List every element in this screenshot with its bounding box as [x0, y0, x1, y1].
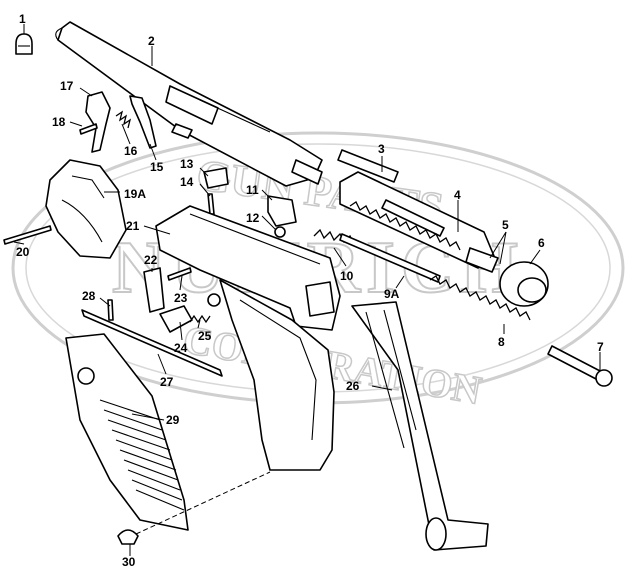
part-8-recoil-spring [429, 275, 531, 321]
callout-23: 23 [174, 291, 188, 305]
part-25-spring [189, 314, 211, 324]
callout-9a: 9A [384, 287, 400, 301]
callout-22: 22 [144, 253, 158, 267]
callout-25: 25 [198, 329, 212, 343]
callout-27: 27 [160, 375, 174, 389]
part-5-springs [349, 201, 499, 273]
callout-6: 6 [538, 236, 545, 250]
callout-2: 2 [148, 34, 155, 48]
part-4-bolt [339, 171, 495, 269]
callout-20: 20 [16, 245, 30, 259]
part-19a-housing [45, 159, 127, 259]
callout-12: 12 [246, 211, 260, 225]
callout-18: 18 [52, 115, 66, 129]
part-2-barrel [55, 21, 323, 187]
callout-8: 8 [498, 335, 505, 349]
part-29-grip-panel [65, 333, 189, 531]
callout-28: 28 [82, 289, 96, 303]
part-3-pin [337, 149, 399, 183]
callout-26: 26 [346, 379, 360, 393]
callout-5: 5 [502, 218, 509, 232]
callout-14: 14 [180, 175, 194, 189]
callout-21: 21 [126, 219, 140, 233]
grip-checkering [99, 399, 185, 511]
part-11-extractor [267, 195, 297, 227]
part-18-pin [79, 123, 98, 135]
callout-labels: 1 2 3 4 5 6 7 8 9A 10 11 12 13 14 15 16 … [16, 12, 604, 569]
part-9a-guide-rod [339, 233, 441, 283]
part-7-takedown-pin [547, 345, 613, 387]
part-14-pin [207, 193, 215, 215]
callout-3: 3 [378, 142, 385, 156]
part-30-screw [117, 529, 139, 545]
leader-lines [13, 24, 601, 556]
callout-17: 17 [60, 79, 74, 93]
callout-15: 15 [150, 160, 164, 174]
dashed-connector [135, 471, 271, 535]
callout-7: 7 [597, 340, 604, 354]
part-22-catch [143, 267, 165, 313]
callout-29: 29 [166, 413, 180, 427]
callout-13: 13 [180, 157, 194, 171]
part-1-rear-sight [15, 33, 33, 55]
part-21-frame [155, 205, 341, 471]
part-26-magazine [351, 301, 489, 551]
part-16-spring [115, 110, 132, 129]
callout-4: 4 [454, 188, 461, 202]
part-15-sear [129, 95, 157, 149]
callout-16: 16 [124, 144, 138, 158]
part-17-trigger [85, 91, 111, 153]
part-12-screw [274, 226, 286, 238]
callout-1: 1 [19, 12, 26, 26]
part-28-pin [107, 299, 114, 321]
callout-30: 30 [122, 555, 136, 569]
part-6-buffer [499, 261, 549, 307]
part-23-pin [167, 267, 192, 281]
part-20-pin [3, 225, 52, 245]
callout-19a: 19A [124, 187, 146, 201]
callout-24: 24 [174, 341, 188, 355]
part-13-plate [203, 167, 229, 189]
part-27-rod [81, 309, 223, 377]
callout-10: 10 [340, 269, 354, 283]
callout-11: 11 [246, 183, 259, 197]
